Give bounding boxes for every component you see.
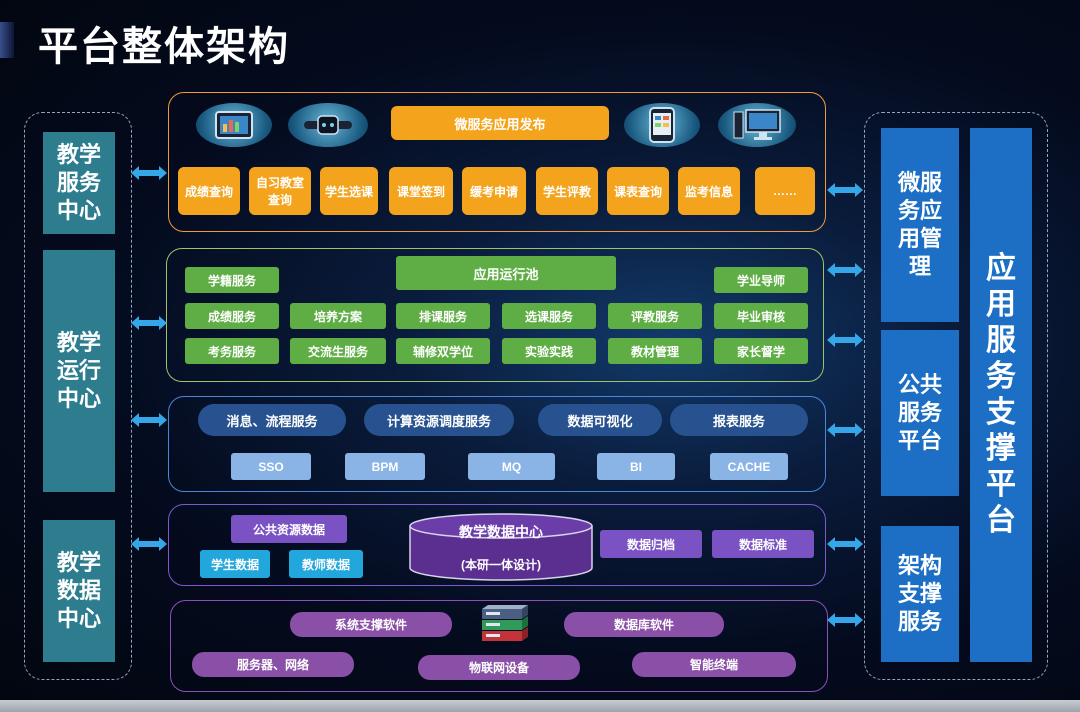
service-experiment-practice[interactable]: 实验实践	[502, 338, 596, 364]
double-arrow-icon	[827, 333, 863, 347]
app-runtime-pool[interactable]: 应用运行池	[396, 256, 616, 290]
data-center-label: 教学数据中心	[459, 524, 543, 540]
app-course-selection[interactable]: 学生选课	[320, 167, 378, 215]
app-study-room-query[interactable]: 自习教室查询	[249, 167, 311, 215]
teacher-data[interactable]: 教师数据	[289, 550, 363, 578]
service-exam-affairs[interactable]: 考务服务	[185, 338, 279, 364]
double-arrow-icon	[827, 613, 863, 627]
app-invigilation-info[interactable]: 监考信息	[678, 167, 740, 215]
data-visualization-service[interactable]: 数据可视化	[538, 404, 662, 436]
app-timetable-query[interactable]: 课表查询	[607, 167, 669, 215]
tech-bpm[interactable]: BPM	[345, 453, 425, 480]
report-service[interactable]: 报表服务	[670, 404, 808, 436]
servers-network[interactable]: 服务器、网络	[192, 652, 354, 677]
service-course-selection[interactable]: 选课服务	[502, 303, 596, 329]
service-parent-supervision[interactable]: 家长督学	[714, 338, 808, 364]
app-score-query[interactable]: 成绩查询	[178, 167, 240, 215]
left-dashed-frame	[24, 112, 132, 680]
service-scheduling[interactable]: 排课服务	[396, 303, 490, 329]
microservice-management[interactable]: 微服务应用管理	[881, 128, 959, 322]
double-arrow-icon	[827, 263, 863, 277]
layer-runtime-frame	[166, 248, 824, 382]
tablet-icon	[196, 103, 272, 147]
server-rack-icon	[478, 603, 530, 645]
tech-bi[interactable]: BI	[597, 453, 675, 480]
app-teaching-evaluation[interactable]: 学生评教	[536, 167, 598, 215]
service-graduation-audit[interactable]: 毕业审核	[714, 303, 808, 329]
teaching-data-center[interactable]: 教学数据中心	[43, 520, 115, 662]
layer-infra-frame	[170, 600, 828, 692]
double-arrow-icon	[131, 413, 167, 427]
data-center-sublabel: (本研一体设计)	[461, 558, 541, 572]
tech-cache[interactable]: CACHE	[710, 453, 788, 480]
microservice-publish[interactable]: 微服务应用发布	[391, 106, 609, 140]
double-arrow-icon	[131, 316, 167, 330]
smartband-icon	[288, 103, 368, 147]
desktop-computer-icon	[718, 103, 796, 147]
public-resource-data[interactable]: 公共资源数据	[231, 515, 347, 543]
student-data[interactable]: 学生数据	[200, 550, 270, 578]
system-support-software[interactable]: 系统支撑软件	[290, 612, 452, 637]
architecture-support-service[interactable]: 架构支撑服务	[881, 526, 959, 662]
service-minor-double-degree[interactable]: 辅修双学位	[396, 338, 490, 364]
data-archive[interactable]: 数据归档	[600, 530, 702, 558]
app-exam-deferral[interactable]: 缓考申请	[462, 167, 526, 215]
service-academic-advisor[interactable]: 学业导师	[714, 267, 808, 293]
service-score[interactable]: 成绩服务	[185, 303, 279, 329]
service-evaluation[interactable]: 评教服务	[608, 303, 702, 329]
layer-data-frame	[168, 504, 826, 586]
teaching-service-center[interactable]: 教学服务中心	[43, 132, 115, 234]
right-dashed-frame	[864, 112, 1048, 680]
database-software[interactable]: 数据库软件	[564, 612, 724, 637]
service-textbook-management[interactable]: 教材管理	[608, 338, 702, 364]
double-arrow-icon	[827, 183, 863, 197]
app-service-support-platform[interactable]: 应用服务支撑平台	[970, 128, 1032, 662]
double-arrow-icon	[827, 537, 863, 551]
double-arrow-icon	[131, 166, 167, 180]
teaching-operation-center[interactable]: 教学运行中心	[43, 250, 115, 492]
compute-scheduling-service[interactable]: 计算资源调度服务	[364, 404, 514, 436]
app-class-checkin[interactable]: 课堂签到	[389, 167, 453, 215]
double-arrow-icon	[131, 537, 167, 551]
message-workflow-service[interactable]: 消息、流程服务	[198, 404, 346, 436]
page-title: 平台整体架构	[38, 25, 290, 69]
service-student-status[interactable]: 学籍服务	[185, 267, 279, 293]
teaching-data-center-cylinder[interactable]	[408, 512, 594, 582]
title-accent	[0, 22, 14, 58]
public-service-platform[interactable]: 公共服务平台	[881, 330, 959, 496]
data-standard[interactable]: 数据标准	[712, 530, 814, 558]
layer-app-frame	[168, 92, 826, 232]
service-exchange-student[interactable]: 交流生服务	[290, 338, 386, 364]
service-training-plan[interactable]: 培养方案	[290, 303, 386, 329]
layer-public-frame	[168, 396, 826, 492]
tech-mq[interactable]: MQ	[468, 453, 555, 480]
tech-sso[interactable]: SSO	[231, 453, 311, 480]
phone-icon	[624, 103, 700, 147]
iot-devices[interactable]: 物联网设备	[418, 655, 580, 680]
bottom-bar	[0, 700, 1080, 712]
double-arrow-icon	[827, 423, 863, 437]
smart-terminals[interactable]: 智能终端	[632, 652, 796, 677]
app-more[interactable]: ……	[755, 167, 815, 215]
